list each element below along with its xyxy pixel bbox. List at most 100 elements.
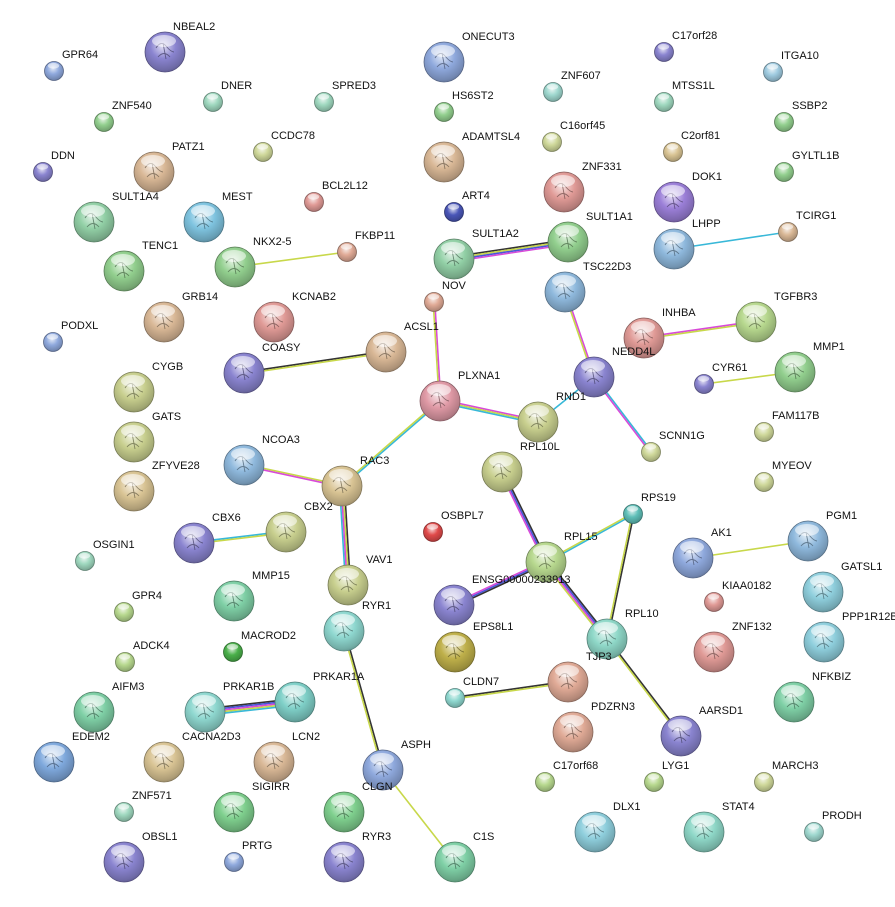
node-fam117b[interactable]: FAM117B [754, 410, 820, 442]
node-itga10[interactable]: ITGA10 [763, 50, 819, 82]
node-tgfbr3[interactable]: TGFBR3 [735, 291, 817, 343]
node-obsl1[interactable]: OBSL1 [103, 831, 177, 883]
node-grb14[interactable]: GRB14 [143, 291, 218, 343]
node-cbx2[interactable]: CBX2 [265, 501, 333, 553]
node-nkx2-5[interactable]: NKX2-5 [214, 236, 292, 288]
node-gatsl1[interactable]: GATSL1 [802, 561, 882, 613]
node-cygb[interactable]: CYGB [113, 361, 183, 413]
node-znf607[interactable]: ZNF607 [543, 70, 601, 102]
node-mmp15[interactable]: MMP15 [213, 570, 290, 622]
node-osbpl7[interactable]: OSBPL7 [423, 510, 484, 542]
node-dner[interactable]: DNER [203, 80, 253, 112]
node-ensg00000233913[interactable]: ENSG00000233913 [433, 574, 570, 626]
node-prkar1b[interactable]: PRKAR1B [184, 681, 274, 733]
node-eps8l1[interactable]: EPS8L1 [434, 621, 513, 673]
node-scnn1g[interactable]: SCNN1G [641, 430, 705, 462]
node-rpl10l[interactable]: RPL10L [481, 441, 560, 493]
node-znf331[interactable]: ZNF331 [543, 161, 622, 213]
node-bcl2l12[interactable]: BCL2L12 [304, 180, 368, 212]
node-lhpp[interactable]: LHPP [653, 218, 721, 270]
node-pgm1[interactable]: PGM1 [787, 510, 857, 562]
node-kcnab2[interactable]: KCNAB2 [253, 291, 336, 343]
node-prodh[interactable]: PRODH [804, 810, 862, 842]
node-rnd1[interactable]: RND1 [517, 391, 586, 443]
node-tsc22d3[interactable]: TSC22D3 [544, 261, 631, 313]
node-cacna2d3[interactable]: CACNA2D3 [143, 731, 241, 783]
node-c16orf45[interactable]: C16orf45 [542, 120, 606, 152]
node-cldn7[interactable]: CLDN7 [445, 676, 500, 708]
node-znf571[interactable]: ZNF571 [114, 790, 172, 822]
node-lcn2[interactable]: LCN2 [253, 731, 320, 783]
node-plxna1[interactable]: PLXNA1 [419, 370, 500, 422]
node-macrod2[interactable]: MACROD2 [223, 630, 297, 662]
node-mest[interactable]: MEST [183, 191, 253, 243]
node-asph[interactable]: ASPH [362, 739, 431, 791]
node-rpl10[interactable]: RPL10 [586, 608, 659, 660]
node-vav1[interactable]: VAV1 [327, 554, 393, 606]
node-march3[interactable]: MARCH3 [754, 760, 819, 792]
node-ppp1r12b[interactable]: PPP1R12B [803, 611, 895, 663]
node-fkbp11[interactable]: FKBP11 [337, 230, 396, 262]
node-adamtsl4[interactable]: ADAMTSL4 [423, 131, 520, 183]
node-gats[interactable]: GATS [113, 411, 181, 463]
node-prkar1a[interactable]: PRKAR1A [274, 671, 365, 723]
node-adck4[interactable]: ADCK4 [115, 640, 170, 672]
node-ryr1[interactable]: RYR1 [323, 600, 391, 652]
node-ssbp2[interactable]: SSBP2 [774, 100, 828, 132]
node-sigirr[interactable]: SIGIRR [213, 781, 290, 833]
node-c2orf81[interactable]: C2orf81 [663, 130, 721, 162]
node-ryr3[interactable]: RYR3 [323, 831, 391, 883]
node-nbeal2[interactable]: NBEAL2 [144, 21, 215, 73]
node-ddn[interactable]: DDN [33, 150, 75, 182]
node-c17orf28[interactable]: C17orf28 [654, 30, 718, 62]
node-znf540[interactable]: ZNF540 [94, 100, 152, 132]
node-tjp3[interactable]: TJP3 [547, 651, 612, 703]
node-mmp1[interactable]: MMP1 [774, 341, 845, 393]
node-rac3[interactable]: RAC3 [321, 455, 389, 507]
node-nov[interactable]: NOV [424, 280, 467, 312]
node-sult1a1[interactable]: SULT1A1 [547, 211, 633, 263]
node-clgn[interactable]: CLGN [323, 781, 393, 833]
node-cyr61[interactable]: CYR61 [694, 362, 748, 394]
node-dok1[interactable]: DOK1 [653, 171, 722, 223]
node-ncoa3[interactable]: NCOA3 [223, 434, 300, 486]
node-tenc1[interactable]: TENC1 [103, 240, 178, 292]
node-patz1[interactable]: PATZ1 [133, 141, 205, 193]
node-cbx6[interactable]: CBX6 [173, 512, 241, 564]
node-sult1a4[interactable]: SULT1A4 [73, 191, 159, 243]
node-osgin1[interactable]: OSGIN1 [75, 539, 135, 571]
node-lyg1[interactable]: LYG1 [644, 760, 690, 792]
node-hs6st2[interactable]: HS6ST2 [434, 90, 494, 122]
node-tcirg1[interactable]: TCIRG1 [778, 210, 837, 242]
node-prtg[interactable]: PRTG [224, 840, 273, 872]
node-sult1a2[interactable]: SULT1A2 [433, 228, 519, 280]
node-coasy[interactable]: COASY [223, 342, 301, 394]
node-c17orf68[interactable]: C17orf68 [535, 760, 599, 792]
node-znf132[interactable]: ZNF132 [693, 621, 772, 673]
node-kiaa0182[interactable]: KIAA0182 [704, 580, 772, 612]
node-spred3[interactable]: SPRED3 [314, 80, 377, 112]
node-rps19[interactable]: RPS19 [623, 492, 676, 524]
node-nedd4l[interactable]: NEDD4L [573, 346, 655, 398]
node-nfkbiz[interactable]: NFKBIZ [773, 671, 851, 723]
node-myeov[interactable]: MYEOV [754, 460, 813, 492]
node-ak1[interactable]: AK1 [672, 527, 732, 579]
node-podxl[interactable]: PODXL [43, 320, 99, 352]
node-edem2[interactable]: EDEM2 [33, 731, 110, 783]
node-acsl1[interactable]: ACSL1 [365, 321, 439, 373]
node-art4[interactable]: ART4 [444, 190, 490, 222]
node-dlx1[interactable]: DLX1 [574, 801, 641, 853]
node-rpl15[interactable]: RPL15 [525, 531, 598, 583]
node-gyltl1b[interactable]: GYLTL1B [774, 150, 840, 182]
node-gpr4[interactable]: GPR4 [114, 590, 162, 622]
node-pdzrn3[interactable]: PDZRN3 [552, 701, 635, 753]
node-c1s[interactable]: C1S [434, 831, 494, 883]
node-ccdc78[interactable]: CCDC78 [253, 130, 316, 162]
node-mtss1l[interactable]: MTSS1L [654, 80, 715, 112]
node-gpr64[interactable]: GPR64 [44, 49, 99, 81]
node-stat4[interactable]: STAT4 [683, 801, 755, 853]
node-aarsd1[interactable]: AARSD1 [660, 705, 743, 757]
node-aifm3[interactable]: AIFM3 [73, 681, 144, 733]
node-zfyve28[interactable]: ZFYVE28 [113, 460, 200, 512]
node-inhba[interactable]: INHBA [623, 307, 696, 359]
